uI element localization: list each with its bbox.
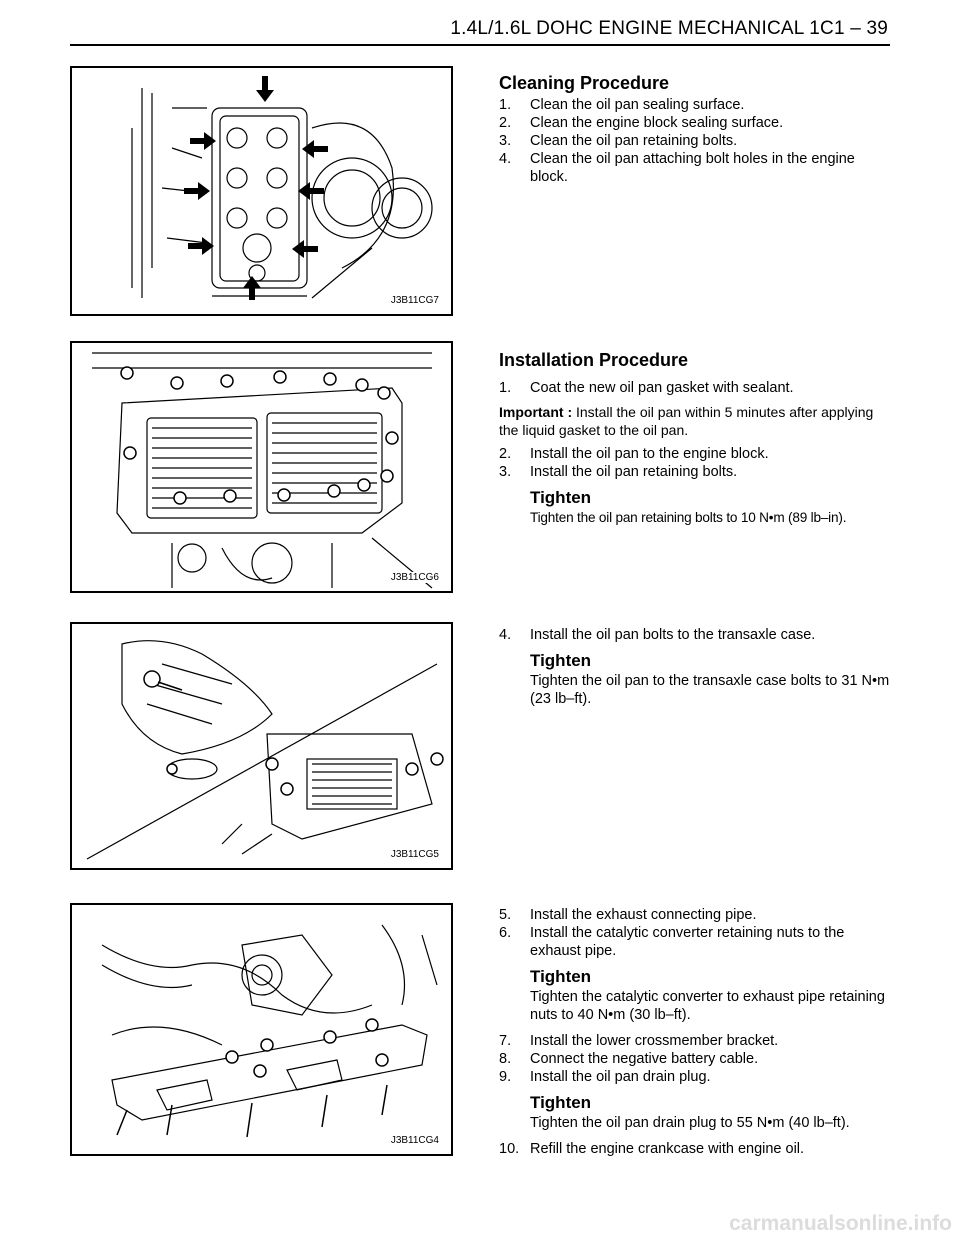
list-item: 10. Refill the engine crankcase with engi…: [499, 1140, 891, 1158]
cleaning-heading: Cleaning Procedure: [499, 73, 670, 93]
list-item: 1. Clean the oil pan sealing surface.: [499, 96, 891, 114]
list-item: 6. Install the catalytic converter retain…: [499, 924, 891, 960]
list-item: 1. Coat the new oil pan gasket with seala…: [499, 379, 891, 397]
cleaning-section: Cleaning Procedure 1. Clean the oil pan s…: [499, 74, 891, 186]
installation-section: Installation Procedure 1. Coat the new oi…: [499, 351, 891, 527]
figure-exhaust-bracket: J3B11CG4: [70, 903, 453, 1156]
important-text: Install the oil pan within 5 minutes aft…: [499, 404, 874, 438]
list-item: 7. Install the lower crossmember bracket.: [499, 1032, 891, 1050]
list-item: 9. Install the oil pan drain plug.: [499, 1068, 891, 1086]
transaxle-illustration: [86, 640, 444, 860]
step-number: 6.: [499, 925, 512, 941]
step-text: Connect the negative battery cable.: [530, 1051, 759, 1067]
tighten-text: Tighten the catalytic converter to exhau…: [530, 989, 885, 1023]
step-number: 2.: [499, 446, 512, 462]
tighten-block: Tighten Tighten the catalytic converter …: [530, 966, 891, 1024]
step-text: Clean the oil pan attaching bolt holes i…: [530, 151, 855, 185]
step-text: Clean the oil pan retaining bolts.: [530, 133, 738, 149]
step-text: Install the oil pan drain plug.: [530, 1069, 711, 1085]
step-number: 10.: [499, 1141, 520, 1157]
list-item: 4. Install the oil pan bolts to the trans…: [499, 626, 891, 644]
tighten-text: Tighten the oil pan retaining bolts to 1…: [530, 510, 847, 525]
step-number: 9.: [499, 1069, 512, 1085]
exhaust-section: 5. Install the exhaust connecting pipe. 6…: [499, 906, 891, 1158]
important-note: Important : Install the oil pan within 5…: [499, 403, 891, 439]
cleaning-steps: 1. Clean the oil pan sealing surface. 2. C…: [499, 96, 891, 186]
step-text: Refill the engine crankcase with engine …: [530, 1141, 805, 1157]
bolt-icons: [143, 670, 444, 796]
important-label: Important :: [499, 404, 573, 420]
figure-oil-pan-bolts: J3B11CG6: [70, 341, 453, 593]
list-item: 2. Clean the engine block sealing surface…: [499, 114, 891, 132]
oil-pan-illustration: [92, 352, 433, 589]
figure-label: J3B11CG7: [388, 295, 441, 306]
step-number: 5.: [499, 907, 512, 923]
transaxle-section: 4. Install the oil pan bolts to the trans…: [499, 626, 891, 708]
crossmember-illustration: [101, 924, 438, 1138]
list-item: 5. Install the exhaust connecting pipe.: [499, 906, 891, 924]
step-number: 3.: [499, 464, 512, 480]
arrow-icons: [184, 76, 328, 300]
list-item: 3. Clean the oil pan retaining bolts.: [499, 132, 891, 150]
step-number: 1.: [499, 380, 512, 396]
tighten-text: Tighten the oil pan drain plug to 55 N•m…: [530, 1115, 850, 1131]
tighten-title: Tighten: [530, 651, 592, 670]
figure-label: J3B11CG6: [388, 572, 441, 583]
engine-block-illustration: [131, 76, 433, 300]
tighten-text: Tighten the oil pan to the transaxle cas…: [530, 673, 890, 707]
page-header: 1.4L/1.6L DOHC ENGINE MECHANICAL 1C1 – 3…: [450, 18, 888, 39]
list-item: 2. Install the oil pan to the engine bloc…: [499, 445, 891, 463]
list-item: 8. Connect the negative battery cable.: [499, 1050, 891, 1068]
header-rule: [70, 44, 890, 46]
step-number: 1.: [499, 97, 512, 113]
step-text: Coat the new oil pan gasket with sealant…: [530, 380, 794, 396]
step-number: 4.: [499, 627, 512, 643]
figure-oil-pan-arrows: J3B11CG7: [70, 66, 453, 316]
installation-heading: Installation Procedure: [499, 350, 689, 370]
step-text: Install the oil pan retaining bolts.: [530, 464, 738, 480]
bolt-icons: [120, 366, 399, 505]
tighten-block: Tighten Tighten the oil pan to the trans…: [530, 650, 891, 708]
figure-label: J3B11CG4: [388, 1135, 441, 1146]
step-text: Clean the oil pan sealing surface.: [530, 97, 745, 113]
step-text: Install the exhaust connecting pipe.: [530, 907, 757, 923]
tighten-title: Tighten: [530, 1093, 592, 1112]
step-text: Install the oil pan to the engine block.: [530, 446, 769, 462]
step-number: 2.: [499, 115, 512, 131]
step-text: Install the catalytic converter retainin…: [530, 925, 845, 959]
step-text: Install the lower crossmember bracket.: [530, 1033, 779, 1049]
bolt-icons: [116, 1018, 389, 1138]
step-text: Clean the engine block sealing surface.: [530, 115, 784, 131]
step-number: 7.: [499, 1033, 512, 1049]
watermark-link[interactable]: carmanualsonline.info: [729, 1212, 952, 1235]
step-text: Install the oil pan bolts to the transax…: [530, 627, 816, 643]
step-number: 4.: [499, 151, 512, 167]
step-number: 3.: [499, 133, 512, 149]
tighten-block: Tighten Tighten the oil pan drain plug t…: [530, 1092, 891, 1132]
step-number: 8.: [499, 1051, 512, 1067]
list-item: 4. Clean the oil pan attaching bolt holes…: [499, 150, 891, 186]
figure-label: J3B11CG5: [388, 849, 441, 860]
list-item: 3. Install the oil pan retaining bolts.: [499, 463, 891, 481]
figure-transaxle-bolts: J3B11CG5: [70, 622, 453, 870]
tighten-title: Tighten: [530, 488, 592, 507]
tighten-block: Tighten Tighten the oil pan retaining bo…: [530, 487, 891, 527]
tighten-title: Tighten: [530, 967, 592, 986]
